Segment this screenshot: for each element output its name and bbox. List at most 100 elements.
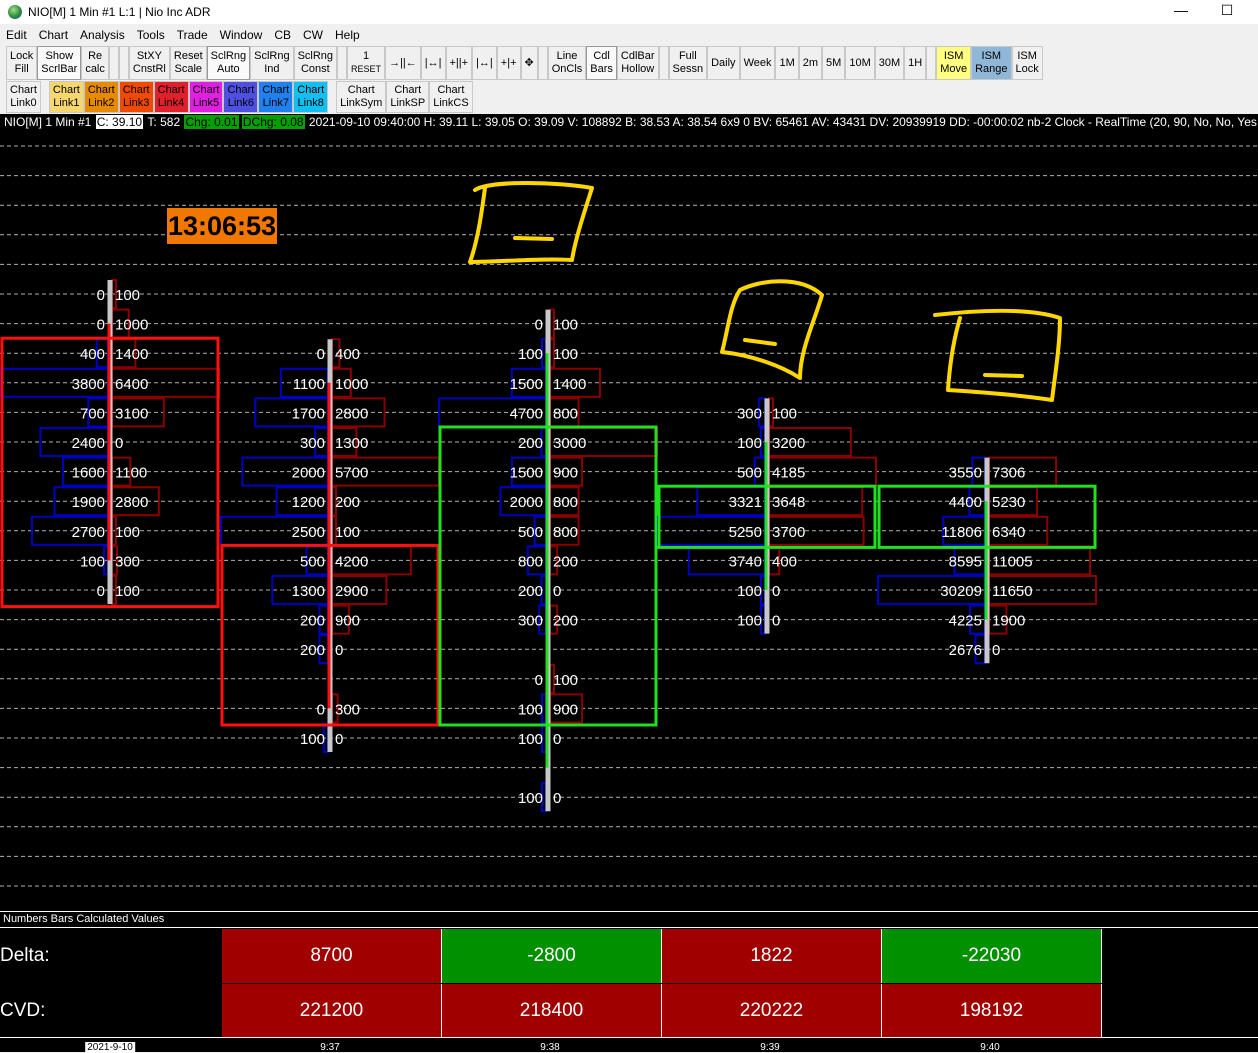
toolbar-button-[interactable]: ✥ (520, 46, 538, 80)
bid-volume-label: 800 (518, 553, 543, 570)
toolbar-button-5m[interactable]: 5M (822, 46, 846, 80)
bid-volume-label: 30209 (940, 583, 982, 600)
button-label: Reset (173, 50, 203, 62)
bid-volume-label: 100 (518, 346, 543, 363)
hand-drawn-annotation (743, 338, 777, 346)
button-label: ISM (943, 50, 964, 62)
time-axis-label: 2021-9-10 (85, 1042, 135, 1053)
panel-value-cell: 1822 (662, 929, 882, 983)
toolbar-separator (40, 81, 49, 113)
ask-volume-label: 100 (553, 346, 578, 363)
bid-volume-label: 300 (518, 613, 543, 630)
toolbar-button-1m[interactable]: 1M (775, 46, 799, 80)
button-label: Lock (10, 50, 34, 62)
bid-volume-label: 1600 (72, 465, 105, 482)
button-label: 1H (908, 56, 923, 69)
ask-volume-label: 3648 (772, 494, 805, 511)
maximize-button[interactable]: ☐ (1220, 2, 1234, 18)
toolbar-button-[interactable]: →||← (385, 46, 421, 80)
toolbar-button-[interactable]: |↔| (420, 46, 446, 80)
button-label: 10M (849, 56, 871, 69)
menu-analysis[interactable]: Analysis (80, 28, 125, 42)
bid-volume-label: 4225 (949, 613, 982, 630)
menu-cb[interactable]: CB (274, 28, 291, 42)
toolbar-button-daily[interactable]: Daily (707, 46, 740, 80)
ask-volume-label: 1100 (115, 465, 147, 482)
menu-cw[interactable]: CW (303, 28, 323, 42)
menu-tools[interactable]: Tools (136, 28, 165, 42)
toolbar-button-30m[interactable]: 30M (874, 46, 905, 80)
toolbar-button-week[interactable]: Week (739, 46, 776, 80)
button-label: 2m (802, 56, 819, 69)
button-label: 1 (362, 50, 370, 62)
ask-volume-label: 6400 (115, 376, 148, 393)
minimize-button[interactable]: — (1174, 2, 1188, 18)
toolbar-button-1h[interactable]: 1H (904, 46, 927, 80)
toolbar-button-10m[interactable]: 10M (845, 46, 875, 80)
status-close: C: 39.10 (95, 115, 144, 129)
bid-volume-label: 0 (97, 583, 105, 600)
bid-volume-label: 2500 (292, 524, 325, 541)
bid-volume-label: 0 (97, 317, 105, 334)
button-label: Range (975, 63, 1008, 75)
toolbar-button-[interactable]: +||+ (445, 46, 473, 80)
bid-volume-label: 1300 (292, 583, 325, 600)
toolbar-button-[interactable]: |↔| (472, 46, 497, 80)
ask-volume-label: 400 (772, 553, 797, 570)
bid-volume-label: 200 (300, 613, 325, 630)
bid-volume-label: 5250 (729, 524, 762, 541)
menu-edit[interactable]: Edit (6, 28, 27, 42)
button-label: Chart (227, 84, 255, 96)
ask-volume-label: 800 (553, 405, 578, 422)
bid-volume-label: 400 (80, 346, 105, 363)
menu-help[interactable]: Help (335, 28, 360, 42)
menu-trade[interactable]: Trade (176, 28, 208, 42)
toolbar-button-2m[interactable]: 2m (798, 46, 823, 80)
button-label: Ind (264, 63, 280, 75)
hand-drawn-annotation (720, 279, 824, 380)
value-area-box (0, 336, 220, 609)
time-axis-label: 9:37 (320, 1042, 340, 1053)
menu-chart[interactable]: Chart (38, 28, 69, 42)
toolbar-button-[interactable]: +|+ (496, 46, 521, 80)
ask-volume-label: 1400 (553, 376, 586, 393)
button-label: Daily (711, 56, 736, 69)
button-label: Chart (192, 84, 220, 96)
ask-volume-label: 100 (335, 524, 360, 541)
menu-window[interactable]: Window (219, 28, 263, 42)
button-label: 30M (878, 56, 901, 69)
panel-title: Numbers Bars Calculated Values (0, 911, 1258, 928)
